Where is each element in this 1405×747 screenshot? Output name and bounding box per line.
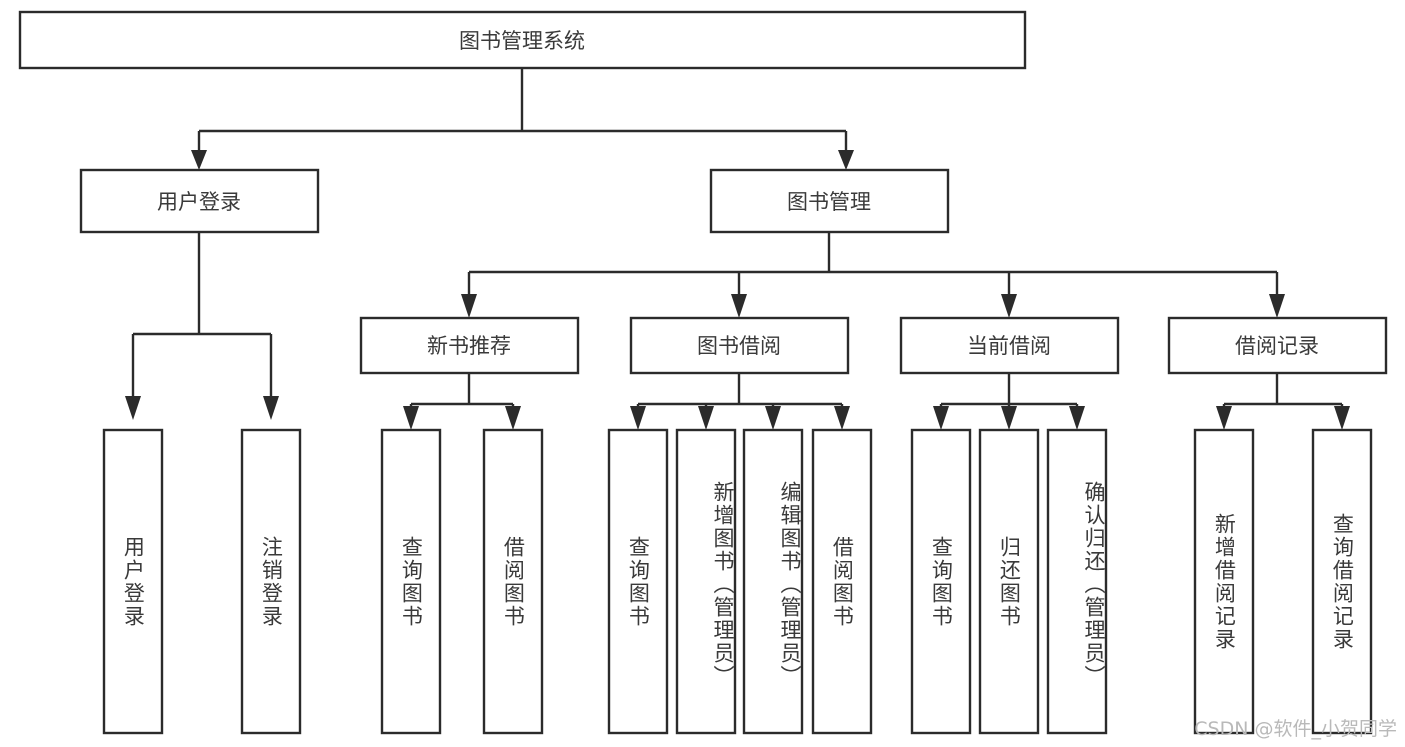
connector-current-borrow-to-leaves xyxy=(933,373,1085,430)
connector-book-management-to-level3 xyxy=(461,232,1285,318)
node-current-borrow[interactable]: 当前借阅 xyxy=(899,316,1120,375)
connector-root-to-level2 xyxy=(197,68,848,152)
leaf-box-edit-book-admin[interactable] xyxy=(742,428,804,735)
leaf-box-query-borrow-record[interactable] xyxy=(1311,428,1373,735)
leaf-box-logout[interactable] xyxy=(240,428,302,735)
connector-user-login-to-leaves xyxy=(125,232,279,420)
node-root-label: 图书管理系统 xyxy=(459,29,585,53)
connector-new-book-to-leaves xyxy=(403,373,521,430)
arrow-to-user-login xyxy=(191,150,207,170)
node-root[interactable]: 图书管理系统 xyxy=(18,10,1027,70)
leaf-box-borrow-book[interactable] xyxy=(811,428,873,735)
node-borrow-record[interactable]: 借阅记录 xyxy=(1167,316,1388,375)
node-user-login-label: 用户登录 xyxy=(157,190,241,214)
connector-book-borrow-to-leaves xyxy=(630,373,850,430)
node-new-book-recommend[interactable]: 新书推荐 xyxy=(359,316,580,375)
node-book-management-label: 图书管理 xyxy=(787,190,871,214)
node-new-book-recommend-label: 新书推荐 xyxy=(427,334,511,358)
leaf-box-query-book-recommend[interactable] xyxy=(380,428,442,735)
leaf-box-user-login[interactable] xyxy=(102,428,164,735)
node-book-borrow-label: 图书借阅 xyxy=(697,334,781,358)
node-current-borrow-label: 当前借阅 xyxy=(967,334,1051,358)
leaf-box-query-book-current[interactable] xyxy=(910,428,972,735)
leaf-box-borrow-book-recommend[interactable] xyxy=(482,428,544,735)
connector-borrow-record-to-leaves xyxy=(1216,373,1350,430)
leaf-box-add-borrow-record[interactable] xyxy=(1193,428,1255,735)
csdn-watermark: CSDN @软件_小贺同学 xyxy=(1194,718,1397,740)
leaf-box-return-book[interactable] xyxy=(978,428,1040,735)
leaf-box-add-book-admin[interactable] xyxy=(675,428,737,735)
node-user-login[interactable]: 用户登录 xyxy=(79,168,320,234)
node-book-borrow[interactable]: 图书借阅 xyxy=(629,316,850,375)
arrow-to-book-management xyxy=(838,150,854,170)
leaf-box-confirm-return-admin[interactable] xyxy=(1046,428,1108,735)
node-book-management[interactable]: 图书管理 xyxy=(709,168,950,234)
node-borrow-record-label: 借阅记录 xyxy=(1235,334,1319,358)
leaf-box-query-book-borrow[interactable] xyxy=(607,428,669,735)
